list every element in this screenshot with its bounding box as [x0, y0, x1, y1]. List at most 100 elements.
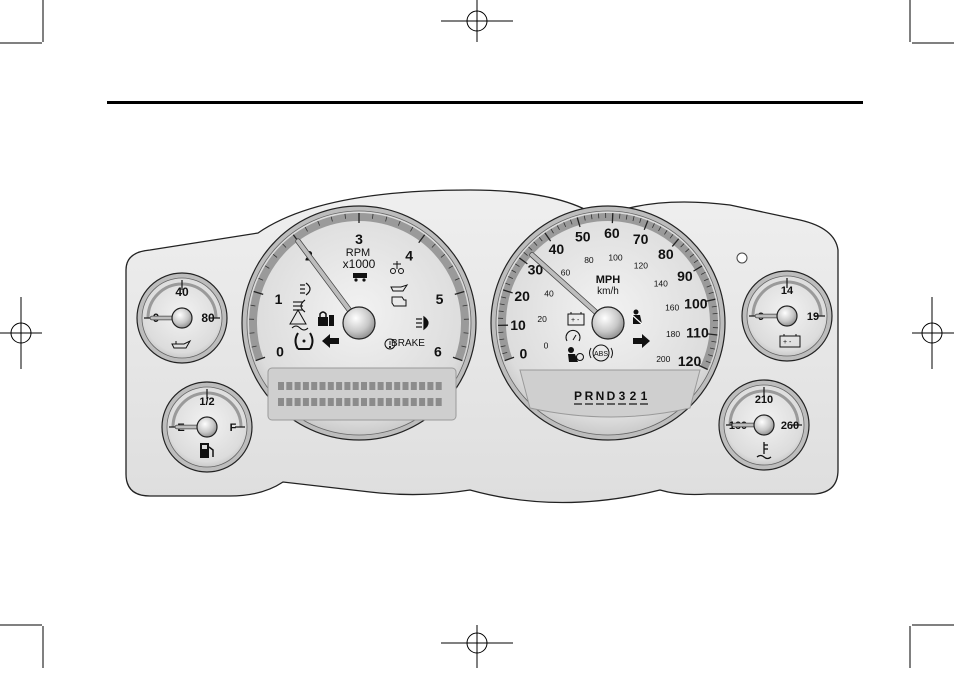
fuel-gauge-tick-label: 1/2 [199, 396, 214, 408]
speedometer-tick-label: 10 [510, 317, 526, 333]
lcd-character-cell [320, 382, 326, 390]
lcd-character-cell [353, 398, 359, 406]
lcd-character-cell [378, 398, 384, 406]
lcd-character-cell [369, 382, 375, 390]
speedometer-tick-label: 70 [633, 231, 649, 247]
lcd-character-cell [278, 398, 284, 406]
lcd-character-cell [386, 382, 392, 390]
lcd-character-cell [427, 398, 433, 406]
message-display [268, 368, 456, 420]
oil-gauge-tick-label: 80 [201, 311, 215, 325]
tachometer-tick-label: 6 [434, 344, 442, 360]
registration-mark-bottom [441, 625, 513, 668]
speedometer-tick-label: 0 [520, 346, 528, 362]
speedometer-kmh-label: 40 [544, 288, 554, 298]
lcd-character-cell [419, 382, 425, 390]
prndl-position: P [574, 389, 582, 403]
speedometer-kmh-label: 80 [584, 255, 594, 265]
speedometer-minor-tick [499, 311, 504, 312]
prndl-position: N [596, 389, 605, 403]
lcd-character-cell [411, 398, 417, 406]
kmh-unit-label: km/h [597, 286, 619, 297]
registration-mark-top [441, 0, 513, 42]
lcd-character-cell [369, 398, 375, 406]
tachometer-hub [343, 307, 375, 339]
voltage-gauge-tick-label: 19 [807, 311, 819, 323]
prndl-position: 1 [641, 389, 648, 403]
registration-mark-left [0, 297, 42, 369]
voltage-gauge-hub [777, 306, 797, 326]
speedometer-tick-label: 50 [575, 228, 591, 244]
lcd-character-cell [328, 398, 334, 406]
tachometer-tick-label: 3 [355, 231, 363, 247]
lcd-character-cell [303, 398, 309, 406]
speedometer-kmh-label: 140 [654, 278, 668, 288]
speedometer-kmh-label: 180 [666, 329, 680, 339]
prndl-position: R [585, 389, 594, 403]
speedometer-tick-label: 110 [686, 325, 709, 341]
mph-unit-label: MPH [596, 274, 621, 286]
prndl-position: 3 [619, 389, 626, 403]
lcd-character-cell [403, 398, 409, 406]
speedometer-tick-label: 60 [604, 225, 620, 241]
brake-warning-label: BRAKE [391, 338, 425, 349]
lcd-character-cell [278, 382, 284, 390]
headlamp-on-icon [416, 317, 428, 329]
speedometer-tick-label: 120 [678, 353, 702, 369]
indicator-light [737, 253, 747, 263]
fuel-gauge-hub [197, 417, 217, 437]
speedometer-tick-label: 90 [677, 268, 693, 284]
speedometer-tick-label: 100 [684, 295, 708, 311]
rpm-scale-label: x1000 [343, 257, 376, 271]
lcd-character-cell [394, 398, 400, 406]
voltage-gauge-tick-label: 14 [781, 285, 794, 297]
lcd-character-cell [286, 398, 292, 406]
lcd-character-cell [344, 398, 350, 406]
lcd-character-cell [353, 382, 359, 390]
speedometer-kmh-label: 160 [665, 303, 679, 313]
lcd-character-cell [336, 398, 342, 406]
lcd-character-cell [427, 382, 433, 390]
prndl-position: D [607, 389, 616, 403]
lcd-character-cell [303, 382, 309, 390]
tachometer-tick-label: 5 [436, 291, 444, 307]
speedometer-kmh-label: 200 [656, 354, 670, 364]
temp-gauge-tick-label: 210 [755, 394, 773, 406]
lcd-character-cell [436, 382, 442, 390]
lcd-character-cell [411, 382, 417, 390]
tachometer-tick-label: 1 [275, 291, 283, 307]
speedometer-hub [592, 307, 624, 339]
speedometer-minor-tick [619, 214, 620, 219]
lcd-character-cell [344, 382, 350, 390]
speedometer-tick-label: 40 [549, 241, 565, 257]
lcd-character-cell [311, 382, 317, 390]
lcd-character-cell [419, 398, 425, 406]
header-rule [107, 101, 863, 104]
lcd-character-cell [295, 398, 301, 406]
temp-gauge-tick-label: 260 [781, 420, 799, 432]
lcd-character-cell [311, 398, 317, 406]
svg-text:+ -: + - [783, 339, 792, 346]
abs-warning-label: ABS [594, 351, 608, 358]
lcd-character-cell [336, 382, 342, 390]
lcd-character-cell [361, 398, 367, 406]
fuel-gauge: E1/2F [162, 382, 252, 472]
lcd-character-cell [295, 382, 301, 390]
speedometer-kmh-label: 0 [544, 341, 549, 351]
svg-text:+ -: + - [571, 317, 580, 324]
lcd-character-cell [286, 382, 292, 390]
lcd-character-cell [320, 398, 326, 406]
lcd-character-cell [361, 382, 367, 390]
tachometer-tick-label: 0 [276, 344, 284, 360]
speedometer-tick-label: 20 [514, 288, 530, 304]
speedometer-kmh-label: 120 [634, 261, 648, 271]
lcd-character-cell [436, 398, 442, 406]
oil-gauge-tick-label: 40 [175, 285, 189, 299]
registration-mark-right [912, 297, 954, 369]
lcd-character-cell [328, 382, 334, 390]
speedometer-kmh-label: 100 [608, 252, 622, 262]
prndl-position: 2 [630, 389, 637, 403]
lcd-character-cell [378, 382, 384, 390]
